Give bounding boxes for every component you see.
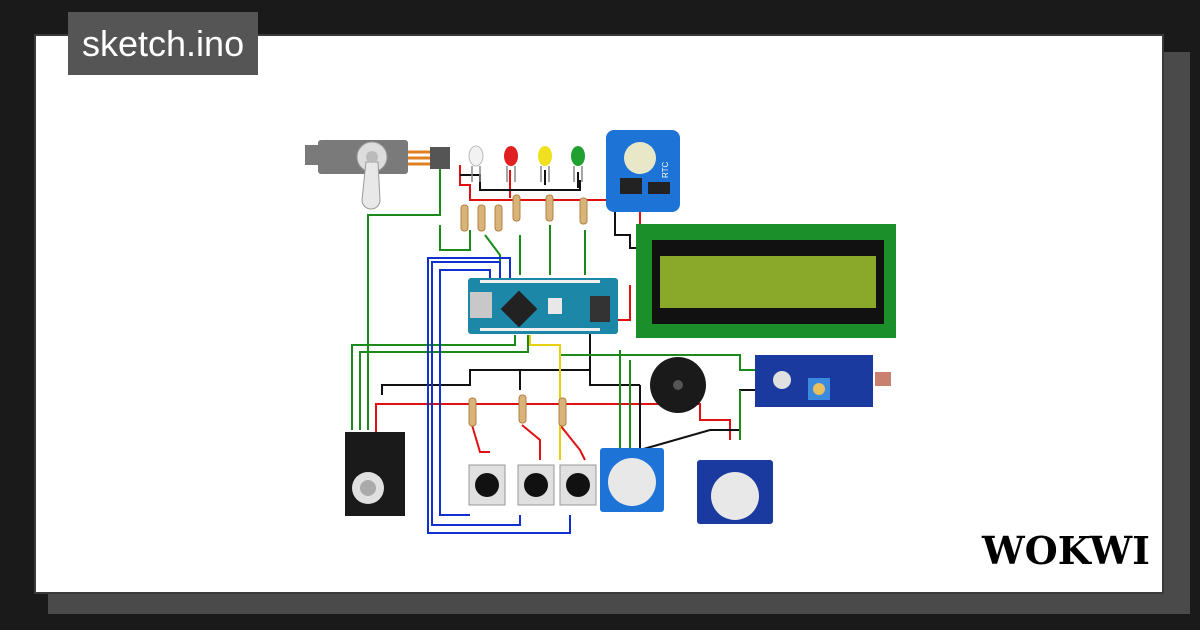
resistor[interactable] xyxy=(494,204,503,232)
pushbutton-2[interactable] xyxy=(517,464,555,506)
resistor[interactable] xyxy=(558,397,567,427)
resistor[interactable] xyxy=(460,204,469,232)
resistor[interactable] xyxy=(468,397,477,427)
pushbutton-group xyxy=(468,464,597,506)
resistor[interactable] xyxy=(579,197,588,225)
arduino-nano[interactable] xyxy=(468,278,618,334)
pushbutton-3[interactable] xyxy=(559,464,597,506)
buzzer[interactable] xyxy=(650,357,706,413)
rtc-module[interactable]: RTC xyxy=(606,130,680,212)
led-row xyxy=(468,145,585,182)
resistor[interactable] xyxy=(512,194,521,222)
rotary-encoder[interactable] xyxy=(345,432,405,516)
pir-sensor[interactable] xyxy=(697,460,773,524)
led-white[interactable] xyxy=(468,145,484,182)
led-yellow[interactable] xyxy=(538,146,552,182)
ldr-module[interactable] xyxy=(755,355,891,407)
pushbutton-1[interactable] xyxy=(468,464,506,506)
green-wires xyxy=(351,159,760,455)
blue-wires xyxy=(427,257,571,534)
sketch-title: sketch.ino xyxy=(68,12,259,75)
potentiometer[interactable] xyxy=(600,448,664,512)
lcd-display[interactable] xyxy=(636,224,896,338)
led-green[interactable] xyxy=(571,146,585,182)
resistor[interactable] xyxy=(545,194,554,222)
resistors-top xyxy=(460,194,588,232)
led-red[interactable] xyxy=(504,146,518,182)
resistors-bottom xyxy=(468,394,567,427)
rtc-label: RTC xyxy=(661,161,670,178)
resistor[interactable] xyxy=(477,204,486,232)
wokwi-logo: WOKWI xyxy=(981,528,1150,573)
servo-motor[interactable] xyxy=(305,140,450,210)
resistor[interactable] xyxy=(518,394,527,424)
wokwi-logo-text: WOKWI xyxy=(981,528,1150,573)
